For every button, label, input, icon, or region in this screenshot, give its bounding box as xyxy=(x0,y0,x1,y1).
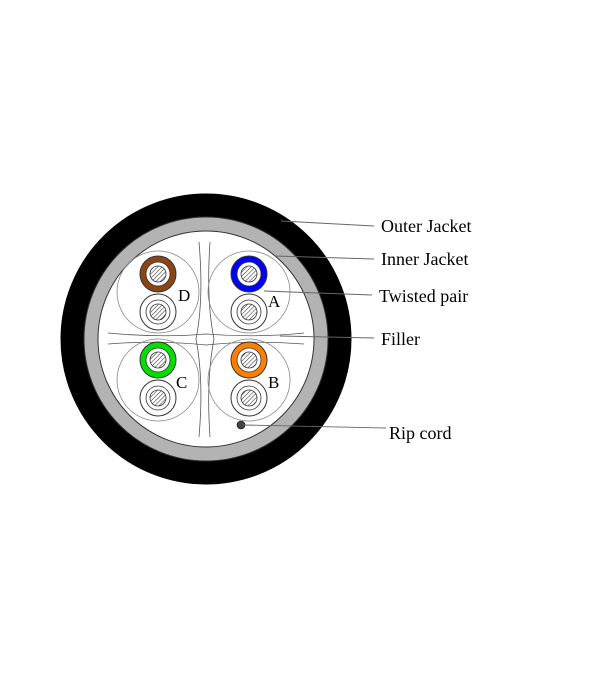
pair-a-white-conductor xyxy=(240,303,258,321)
pair-c: C xyxy=(116,338,200,422)
outer-jacket-leader xyxy=(280,220,375,227)
filler-leader xyxy=(279,335,375,339)
filler-label: Filler xyxy=(381,329,420,349)
inner-jacket-label: Inner Jacket xyxy=(381,249,468,269)
cable-core xyxy=(97,230,315,448)
pair-a-colored-conductor xyxy=(240,265,258,283)
twisted-pair-leader xyxy=(263,290,373,296)
outer-jacket-label: Outer Jacket xyxy=(381,216,471,236)
pair-b-white-conductor xyxy=(240,389,258,407)
pair-c-boundary xyxy=(116,338,200,422)
twisted-pair-label: Twisted pair xyxy=(379,286,468,306)
rip-cord-label: Rip cord xyxy=(389,423,452,443)
pair-c-white-conductor xyxy=(149,389,167,407)
pair-d-boundary xyxy=(116,250,200,334)
inner-jacket-leader xyxy=(274,255,375,260)
pair-a-label: A xyxy=(268,292,281,311)
pair-c-label: C xyxy=(176,373,187,392)
pair-b-label: B xyxy=(268,373,279,392)
pair-a: A xyxy=(207,250,291,334)
pair-d-white-conductor xyxy=(149,303,167,321)
pair-c-colored-conductor xyxy=(149,351,167,369)
filler-separator xyxy=(107,241,305,438)
leader-lines xyxy=(242,220,387,429)
pair-b-colored-conductor xyxy=(240,351,258,369)
pair-d: D xyxy=(116,250,200,334)
rip-cord-leader xyxy=(242,424,387,429)
pair-d-colored-conductor xyxy=(149,265,167,283)
pair-b: B xyxy=(207,338,291,422)
pair-d-label: D xyxy=(178,286,190,305)
pair-b-boundary xyxy=(207,338,291,422)
